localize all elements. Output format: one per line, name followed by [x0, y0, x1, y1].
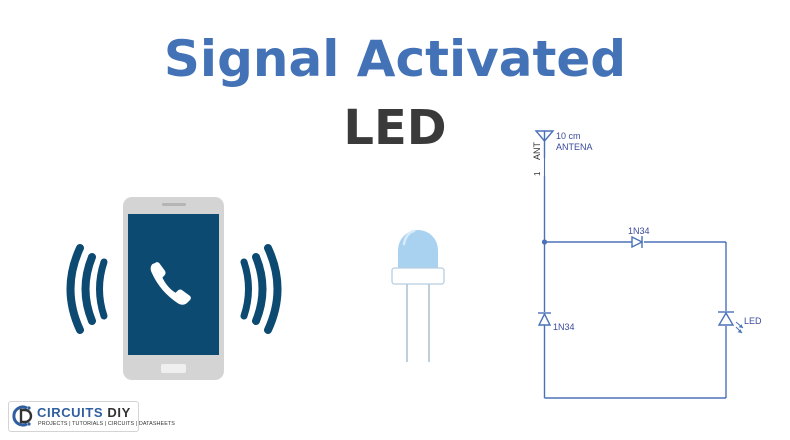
- signal-waves-left-outer: [96, 258, 108, 320]
- circuit-schematic: [534, 130, 744, 399]
- logo-wordmark-circuits: CIRCUITS: [37, 405, 104, 420]
- diode-left-label: 1N34: [553, 322, 575, 332]
- led-rim: [391, 267, 445, 285]
- circuits-diy-logo: CIRCUITS DIY PROJECTS | TUTORIALS | CIRC…: [8, 401, 175, 432]
- led-label: LED: [744, 316, 762, 326]
- antenna-length-label: 10 cm: [556, 131, 581, 141]
- antenna-name-label: ANTENA: [556, 142, 593, 152]
- signal-waves-left: [66, 244, 96, 334]
- phone-ringing-icon: [66, 197, 282, 380]
- schematic-labels: 10 cm ANTENA ANT 1 1N34 1N34 LED: [532, 131, 762, 332]
- led-icon: [391, 229, 445, 362]
- call-handset-icon: [150, 262, 191, 305]
- logo-wordmark: CIRCUITS DIY: [37, 405, 131, 420]
- logo-wordmark-diy: DIY: [107, 405, 131, 420]
- diode-left-symbol: [537, 312, 552, 326]
- led-dome: [398, 230, 438, 268]
- logo-tagline: PROJECTS | TUTORIALS | CIRCUITS | DATASH…: [38, 421, 175, 427]
- diode-top-label: 1N34: [628, 226, 650, 236]
- phone-home-button: [161, 364, 186, 373]
- page-subtitle: LED: [343, 100, 447, 156]
- led-symbol: [717, 311, 744, 334]
- phone-screen: [128, 214, 219, 355]
- circuit-chip-icon: [12, 405, 33, 427]
- antenna-pin-label: 1: [533, 171, 542, 176]
- phone-speaker: [162, 203, 186, 206]
- diode-top-symbol: [631, 235, 644, 249]
- junction-node: [541, 239, 548, 245]
- signal-waves-right: [240, 244, 282, 334]
- page-title: Signal Activated: [163, 30, 627, 88]
- antenna-ref-label: ANT: [532, 141, 542, 160]
